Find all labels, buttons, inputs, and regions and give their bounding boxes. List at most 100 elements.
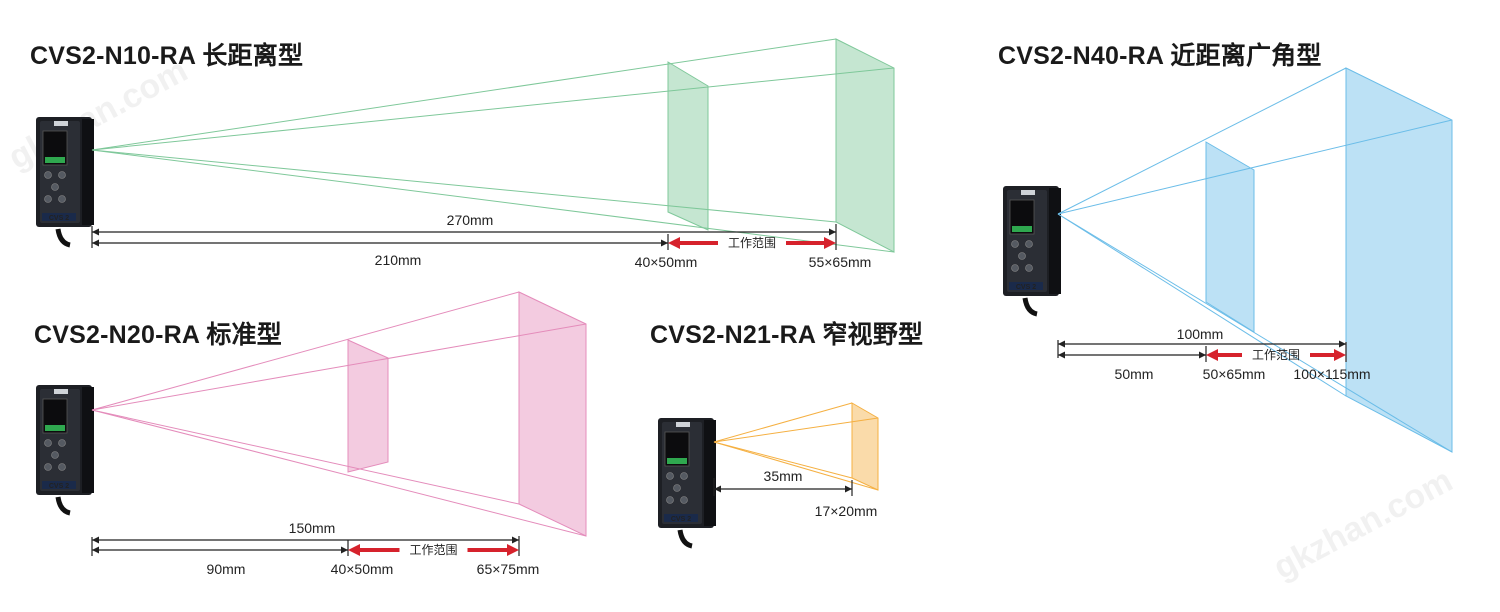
n20-dim-total-head-left — [92, 536, 99, 544]
device-connector-2 — [1018, 252, 1026, 260]
n20-fov-plane-1 — [518, 291, 587, 537]
title-n20: CVS2-N20-RA 标准型 — [34, 321, 282, 349]
n40-near-label: 50mm — [1115, 366, 1154, 382]
device-logo-plate — [42, 481, 76, 489]
n40-ray-1 — [1057, 119, 1453, 215]
n10-red-left-head — [668, 237, 680, 249]
device-logo-text: CVS 2 — [49, 483, 69, 490]
n40-dim-near-head-left — [1058, 351, 1065, 359]
device-logo-text: CVS 2 — [1016, 284, 1036, 291]
device-label-plate — [54, 389, 68, 394]
n10-fov-plane-1 — [835, 38, 895, 253]
n21-ray-2 — [713, 441, 853, 479]
n10-total-label: 270mm — [447, 212, 494, 228]
n21-fov-plane-0 — [851, 402, 879, 491]
device-screen-led — [667, 458, 687, 464]
device-logo-plate — [1009, 282, 1043, 290]
device-body-shade — [1049, 188, 1061, 294]
device-connector-0 — [44, 439, 52, 447]
title-n21: CVS2-N21-RA 窄视野型 — [650, 321, 924, 349]
device-connector-3 — [44, 195, 52, 203]
n21-ray-1 — [713, 417, 879, 443]
n20-ray-2 — [91, 409, 520, 505]
n10-range-label: 工作范围 — [728, 236, 776, 250]
n40-fov-plane-0 — [1205, 141, 1255, 333]
device-connector-3 — [44, 463, 52, 471]
device-connector-1 — [1025, 240, 1033, 248]
n20-far-fov-label: 65×75mm — [477, 561, 540, 577]
n40-dim-near-head-right — [1199, 351, 1206, 359]
device-connector-2 — [673, 484, 681, 492]
n40-dim-total-head-right — [1339, 340, 1346, 348]
n40-dim-total-head-left — [1058, 340, 1065, 348]
device-body-shade — [704, 420, 716, 526]
device-cable — [55, 496, 71, 516]
device-connector-4 — [58, 463, 66, 471]
n10-far-fov-label: 55×65mm — [809, 254, 872, 270]
title-n40: CVS2-N40-RA 近距离广角型 — [998, 42, 1322, 70]
n40-red-left-head — [1206, 349, 1218, 361]
n21-total-label: 35mm — [764, 468, 803, 484]
device-connector-0 — [1011, 240, 1019, 248]
device-connector-4 — [680, 496, 688, 504]
n40-total-label: 100mm — [1177, 326, 1224, 342]
n20-red-left-head — [348, 544, 360, 556]
n10-dim-total-head-right — [829, 228, 836, 236]
device-logo-text: CVS 2 — [49, 215, 69, 222]
device-logo-plate — [664, 514, 698, 522]
n21-far-fov-label: 17×20mm — [815, 503, 878, 519]
n20-dim-near-head-right — [341, 546, 348, 554]
device-connector-3 — [1011, 264, 1019, 272]
n10-ray-3 — [91, 149, 895, 253]
n21-dim-total-head-right — [845, 485, 852, 493]
n10-dim-near-head-right — [661, 239, 668, 247]
device-n10: CVS 2 — [36, 117, 94, 248]
n20-ray-3 — [91, 409, 587, 537]
device-n40: CVS 2 — [1003, 186, 1061, 317]
n20-ray-1 — [91, 323, 587, 411]
device-connector-0 — [44, 171, 52, 179]
n40-red-right-head — [1334, 349, 1346, 361]
n20-ray-0 — [91, 291, 520, 411]
device-cable — [677, 529, 693, 549]
title-n10: CVS2-N10-RA 长距离型 — [30, 42, 304, 70]
n40-far-fov-label: 100×115mm — [1293, 366, 1370, 382]
n20-near-fov-label: 40×50mm — [331, 561, 394, 577]
device-label-plate — [54, 121, 68, 126]
n20-range-label: 工作范围 — [409, 543, 457, 557]
device-screen-led — [1012, 226, 1032, 232]
device-connector-2 — [51, 183, 59, 191]
device-label-plate — [1021, 190, 1035, 195]
n10-dim-near-head-left — [92, 239, 99, 247]
n21-ray-3 — [713, 441, 879, 491]
n10-near-label: 210mm — [375, 252, 422, 268]
device-body-shade — [82, 387, 94, 493]
n10-dim-total-head-left — [92, 228, 99, 236]
device-connector-1 — [58, 171, 66, 179]
device-connector-2 — [51, 451, 59, 459]
n40-fov-plane-1 — [1345, 67, 1453, 453]
n20-fov-plane-0 — [347, 339, 389, 473]
device-connector-4 — [58, 195, 66, 203]
n40-ray-0 — [1057, 67, 1347, 215]
n10-ray-0 — [91, 38, 837, 151]
n20-total-label: 150mm — [289, 520, 336, 536]
n10-fov-plane-0 — [667, 61, 709, 231]
device-n21: CVS 2 — [658, 418, 716, 549]
n20-red-right-head — [507, 544, 519, 556]
n21-dim-total-head-left — [714, 485, 721, 493]
n21-ray-0 — [713, 402, 853, 443]
device-label-plate — [676, 422, 690, 427]
n10-red-right-head — [824, 237, 836, 249]
n10-ray-1 — [91, 67, 895, 151]
device-logo-plate — [42, 213, 76, 221]
device-cable — [1022, 297, 1038, 317]
n10-near-fov-label: 40×50mm — [635, 254, 698, 270]
device-screen-led — [45, 425, 65, 431]
n20-near-label: 90mm — [207, 561, 246, 577]
device-n20: CVS 2 — [36, 385, 94, 516]
n10-ray-2 — [91, 149, 837, 223]
device-connector-3 — [666, 496, 674, 504]
